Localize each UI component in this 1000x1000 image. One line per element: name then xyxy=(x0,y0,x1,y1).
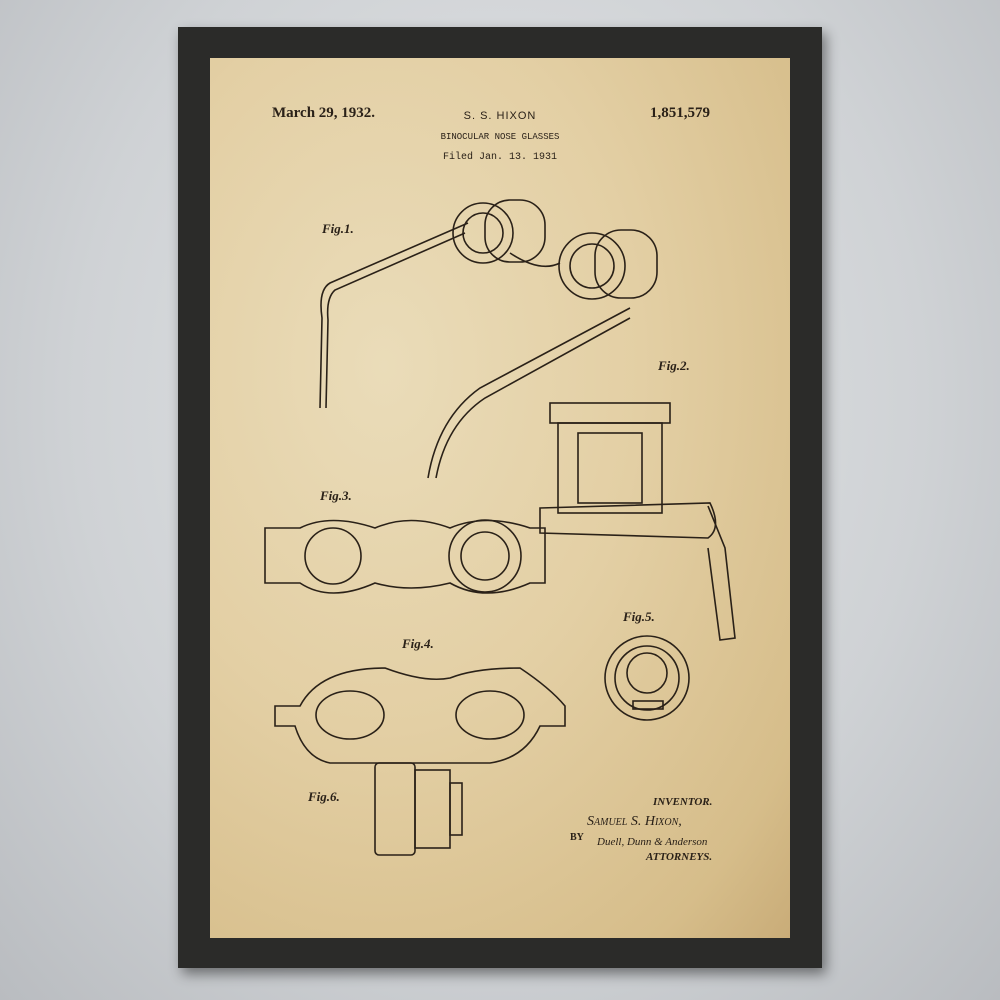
fig1-label: Fig.1. xyxy=(322,221,354,237)
attorneys-label: ATTORNEYS. xyxy=(646,851,712,863)
fig4-drawing xyxy=(275,668,565,763)
fig6-label: Fig.6. xyxy=(308,789,340,805)
fig3-drawing xyxy=(265,520,545,593)
by-label: BY xyxy=(570,832,584,843)
fig2-label: Fig.2. xyxy=(658,358,690,374)
fig1-drawing xyxy=(320,200,657,478)
fig2-drawing xyxy=(540,403,735,640)
patent-print: March 29, 1932. 1,851,579 S. S. HIXON BI… xyxy=(210,58,790,938)
fig6-drawing xyxy=(375,763,462,855)
fig5-label: Fig.5. xyxy=(623,609,655,625)
fig3-label: Fig.3. xyxy=(320,488,352,504)
fig5-drawing xyxy=(605,636,689,720)
attorneys-signature: Duell, Dunn & Anderson xyxy=(597,836,707,848)
inventor-name: Samuel S. Hixon, xyxy=(587,814,682,830)
fig4-label: Fig.4. xyxy=(402,636,434,652)
inventor-label: INVENTOR. xyxy=(653,796,712,808)
